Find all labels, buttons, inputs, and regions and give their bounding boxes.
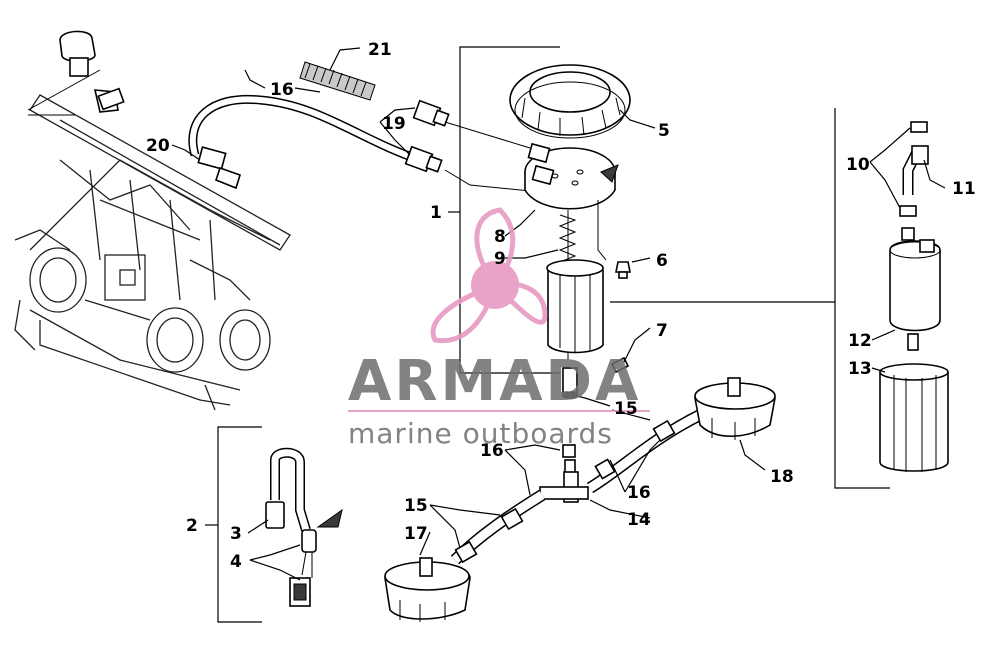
watermark-logo	[430, 207, 548, 344]
callout-16-right: 16	[627, 483, 651, 503]
callout-4: 4	[230, 552, 242, 572]
pump-flange	[524, 142, 619, 210]
callout-15-top: 15	[614, 399, 638, 419]
callout-11: 11	[952, 179, 976, 199]
right-fuel-pickup	[694, 377, 776, 440]
callout-13: 13	[848, 359, 872, 379]
pump-filter-body	[546, 259, 604, 354]
callout-2: 2	[186, 516, 198, 536]
callout-5: 5	[658, 121, 670, 141]
watermark-brand: ARMADA	[348, 349, 641, 414]
replacement-fuel-pump	[879, 121, 949, 472]
callout-1: 1	[430, 203, 442, 223]
callout-16-upper: 16	[270, 80, 294, 100]
callout-6: 6	[656, 251, 668, 271]
callout-12: 12	[848, 331, 872, 351]
callout-9: 9	[494, 249, 506, 269]
left-fuel-pickup	[384, 557, 471, 622]
wiring-harness	[265, 447, 343, 607]
pump-assembly-bracket	[459, 46, 560, 374]
callout-3: 3	[230, 524, 242, 544]
callout-8: 8	[494, 227, 506, 247]
lock-ring	[509, 64, 631, 139]
callout-17: 17	[404, 524, 428, 544]
callout-7: 7	[656, 321, 668, 341]
callout-14: 14	[627, 510, 651, 530]
replacement-pump-bracket	[834, 108, 890, 489]
callout-21: 21	[368, 40, 392, 60]
callout-18: 18	[770, 467, 794, 487]
bolt	[615, 261, 631, 279]
fuel-pickup-lines	[450, 409, 703, 565]
callout-15-left: 15	[404, 496, 428, 516]
callout-19: 19	[382, 114, 406, 134]
engine-throttle-body-assembly	[14, 94, 291, 411]
watermark-tagline: marine outboards	[348, 417, 613, 450]
callout-labels: 1 2 3 4 5 6 7 8 9 10 11 12 13 14 15 15 1…	[146, 40, 976, 572]
callout-20: 20	[146, 136, 170, 156]
fuel-hoses	[97, 58, 541, 193]
callout-10: 10	[846, 155, 870, 175]
callout-16-mid: 16	[480, 441, 504, 461]
